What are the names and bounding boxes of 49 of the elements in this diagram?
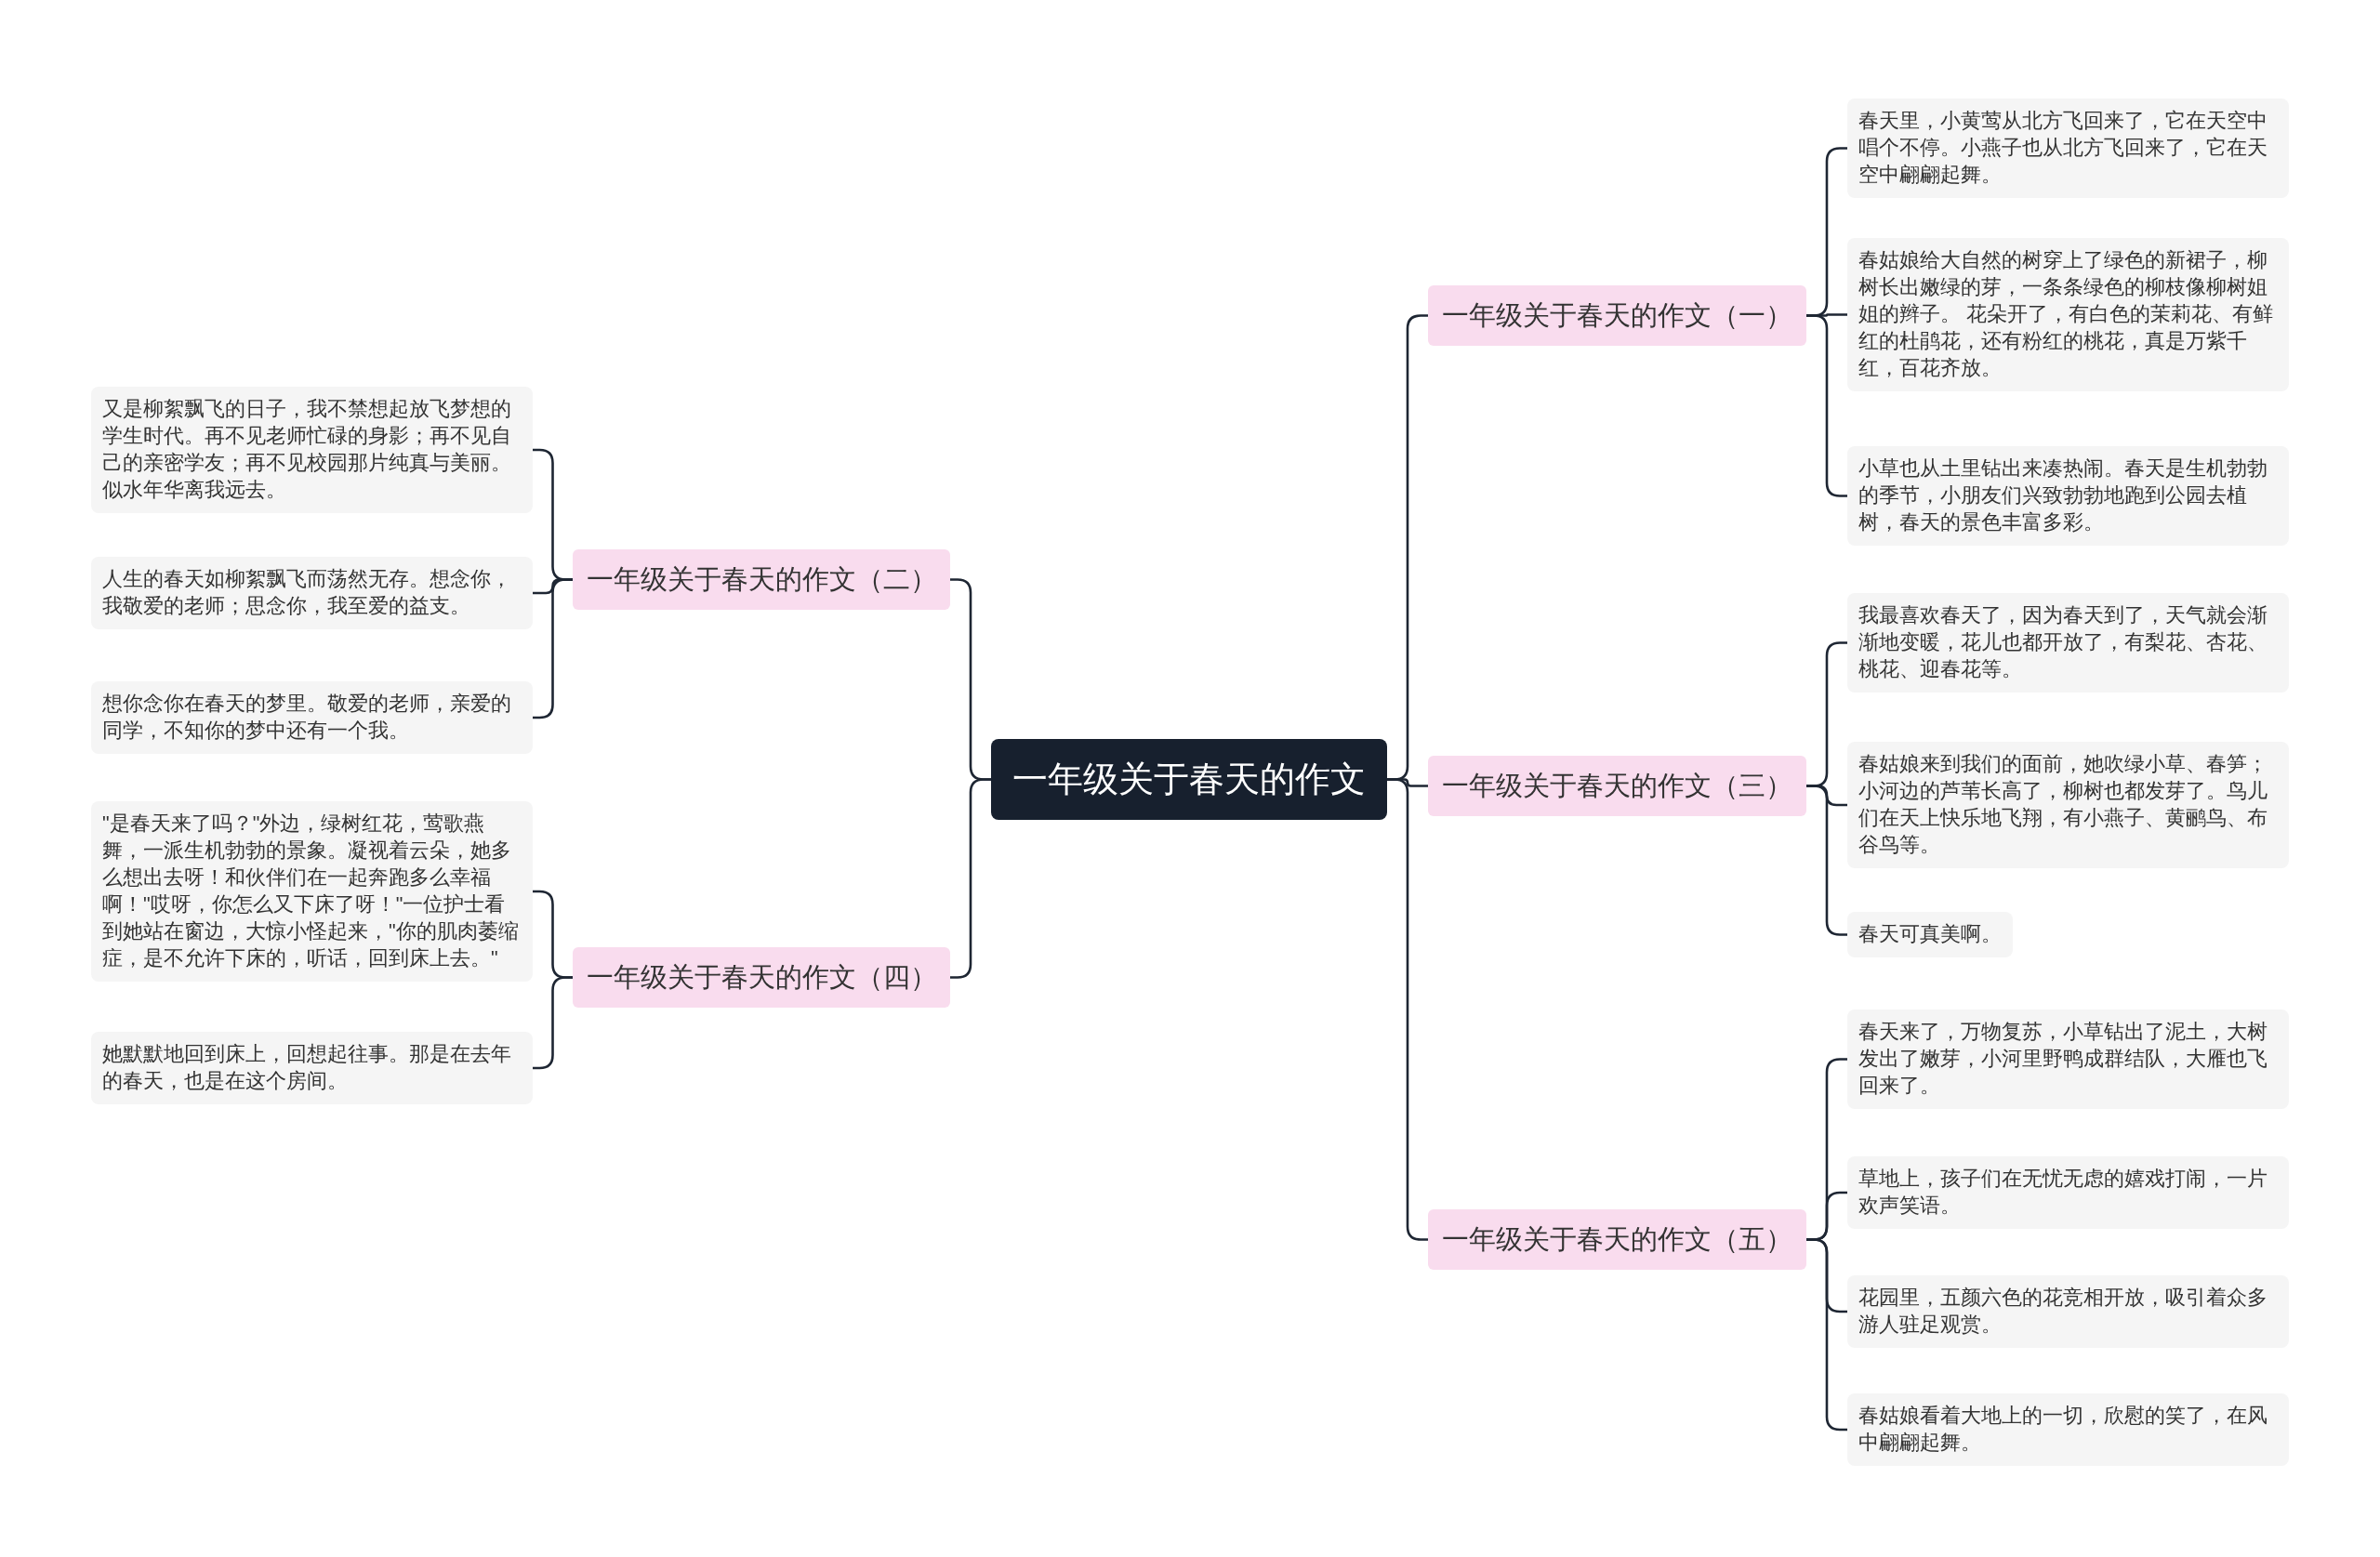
connector-line bbox=[533, 578, 573, 719]
note-text: 春姑娘来到我们的面前，她吹绿小草、春笋；小河边的芦苇长高了，柳树也都发芽了。鸟儿们在天上快乐地飞翔，有小燕子、黄鹂鸟、布谷鸟等。 bbox=[1858, 753, 2268, 856]
topic-box bbox=[1428, 1209, 1806, 1270]
note-text: 我最喜欢春天了，因为春天到了，天气就会渐渐地变暖，花儿也都开放了，有梨花、杏花、桃花、迎春花等。 bbox=[1858, 604, 2268, 680]
topic-title: 一年级关于春天的作文（四） bbox=[586, 960, 937, 994]
note-text: 人生的春天如柳絮飘飞而荡然无存。想念你，我敬爱的老师；思念你，我至爱的益支。 bbox=[102, 568, 511, 617]
note-text: 春姑娘看着大地上的一切，欣慰的笑了，在风中翩翩起舞。 bbox=[1858, 1405, 2268, 1454]
topic-box bbox=[1428, 285, 1806, 346]
note-card bbox=[91, 557, 533, 629]
note-card bbox=[1847, 742, 2289, 868]
note-card bbox=[91, 801, 533, 982]
topic-box bbox=[1428, 756, 1806, 816]
topic-title: 一年级关于春天的作文（一） bbox=[1442, 298, 1792, 332]
note-card bbox=[1847, 1156, 2289, 1229]
central-topic bbox=[991, 739, 1387, 820]
note-card bbox=[1847, 593, 2289, 693]
connector-line bbox=[950, 778, 991, 979]
topic-title: 一年级关于春天的作文（二） bbox=[586, 562, 937, 596]
note-card bbox=[1847, 1393, 2289, 1466]
note-text: 春天可真美啊。 bbox=[1858, 923, 2002, 945]
topic-title: 一年级关于春天的作文（三） bbox=[1442, 769, 1792, 802]
note-text: 又是柳絮飘飞的日子，我不禁想起放飞梦想的学生时代。再不见老师忙碌的身影；再不见自己的亲密学友；再不见校园那片纯真与美丽。似水年华离我远去。 bbox=[102, 398, 511, 501]
note-card bbox=[1847, 1275, 2289, 1348]
topic-title: 一年级关于春天的作文 bbox=[1012, 759, 1366, 800]
note-card bbox=[91, 387, 533, 513]
note-text: 春天来了，万物复苏，小草钻出了泥土，大树发出了嫩芽，小河里野鸭成群结队，大雁也飞回来了。 bbox=[1858, 1021, 2268, 1097]
connector-line bbox=[1806, 314, 1847, 497]
note-card bbox=[1847, 1009, 2289, 1109]
connector-line bbox=[533, 976, 573, 1070]
connector-line bbox=[1387, 778, 1428, 1241]
note-text: "是春天来了吗？"外边，绿树红花，莺歌燕舞，一派生机勃勃的景象。凝视着云朵，她多么想出去呀！和伙伴们在一起奔跑多么幸福啊！"哎呀，你怎么又下床了呀！"一位护士看到她站在窗边，大惊小怪起来，"你的肌肉萎缩症，是不允许下床的，听话，回到床上去。" bbox=[102, 812, 519, 970]
note-card bbox=[91, 681, 533, 754]
note-text: 草地上，孩子们在无忧无虑的嬉戏打闹，一片欢声笑语。 bbox=[1858, 1168, 2268, 1217]
note-text: 春天里，小黄莺从北方飞回来了，它在天空中唱个不停。小燕子也从北方飞回来了，它在天空中翩翩起舞。 bbox=[1858, 110, 2268, 186]
topic-box bbox=[573, 549, 950, 610]
connector-line bbox=[1806, 785, 1847, 936]
note-card bbox=[1847, 238, 2289, 391]
note-text: 她默默地回到床上，回想起往事。那是在去年的春天，也是在这个房间。 bbox=[102, 1043, 511, 1092]
note-card bbox=[1847, 446, 2289, 546]
note-text: 春姑娘给大自然的树穿上了绿色的新裙子，柳树长出嫩绿的芽，一条条绿色的柳枝像柳树姐姐的辫子。 花朵开了，有白色的茉莉花、有鲜红的杜鹃花，还有粉红的桃花，真是万紫千红，百花齐放。 bbox=[1858, 249, 2273, 379]
note-card bbox=[1847, 99, 2289, 198]
connector-line bbox=[1806, 1238, 1847, 1432]
note-card bbox=[91, 1032, 533, 1104]
note-text: 小草也从土里钻出来凑热闹。春天是生机勃勃的季节，小朋友们兴致勃勃地跑到公园去植树，春天的景色丰富多彩。 bbox=[1858, 457, 2268, 534]
note-text: 花园里，五颜六色的花竞相开放，吸引着众多游人驻足观赏。 bbox=[1858, 1287, 2268, 1336]
note-text: 想你念你在春天的梦里。敬爱的老师，亲爱的同学，不知你的梦中还有一个我。 bbox=[102, 693, 511, 742]
topic-title: 一年级关于春天的作文（五） bbox=[1442, 1222, 1792, 1256]
note-card bbox=[1847, 912, 2013, 957]
topic-box bbox=[573, 947, 950, 1008]
